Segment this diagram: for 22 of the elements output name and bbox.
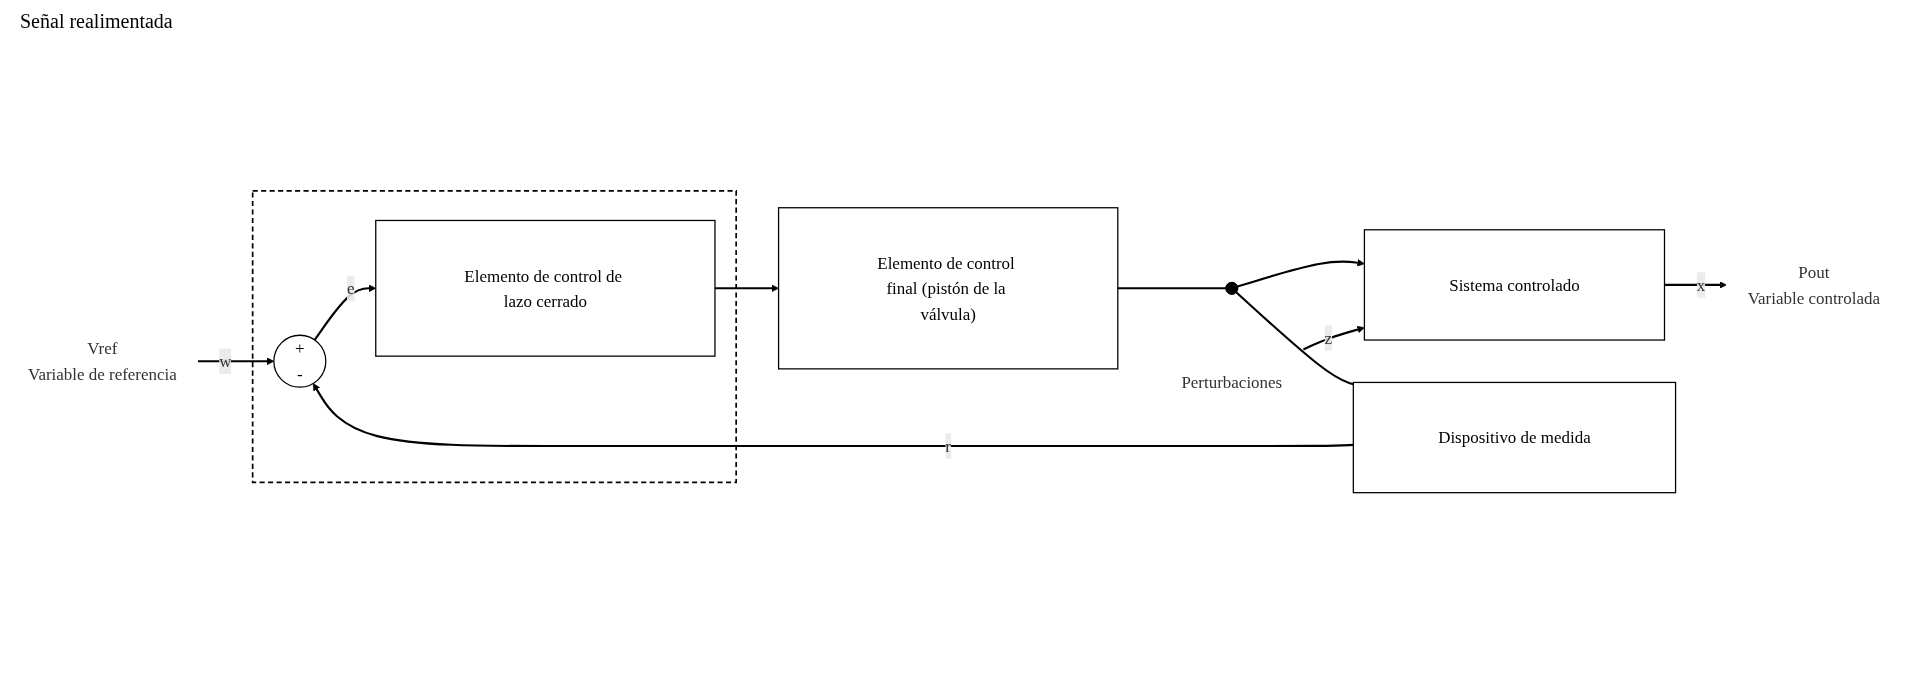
node-text: Perturbaciones xyxy=(1181,372,1283,392)
arrow xyxy=(1237,258,1365,288)
connector xyxy=(1235,291,1354,386)
node-box: Elemento de control de lazo cerrado xyxy=(375,219,716,357)
arrow xyxy=(1664,280,1727,289)
edge-label: e xyxy=(347,278,355,298)
note-label: Señal realimentada xyxy=(20,10,173,33)
node-circle: + - xyxy=(273,334,327,388)
node-text: Vref Variable de referencia xyxy=(28,338,177,384)
connector xyxy=(1117,287,1226,290)
edge-label: x xyxy=(1696,275,1706,295)
node-box: Elemento de control final (pistón de la válvula) xyxy=(777,206,1119,370)
arrow xyxy=(312,382,1354,447)
cluster xyxy=(251,189,737,483)
arrow xyxy=(1302,325,1365,351)
edge-label: w xyxy=(219,351,232,371)
node-box: Dispositivo de medida xyxy=(1352,381,1677,494)
node-text: Pout Variable controlada xyxy=(1747,262,1880,307)
edge-label: r xyxy=(945,436,952,456)
node-box: Sistema controlado xyxy=(1363,228,1666,341)
edge-label: z xyxy=(1324,328,1333,348)
arrow xyxy=(714,284,779,292)
